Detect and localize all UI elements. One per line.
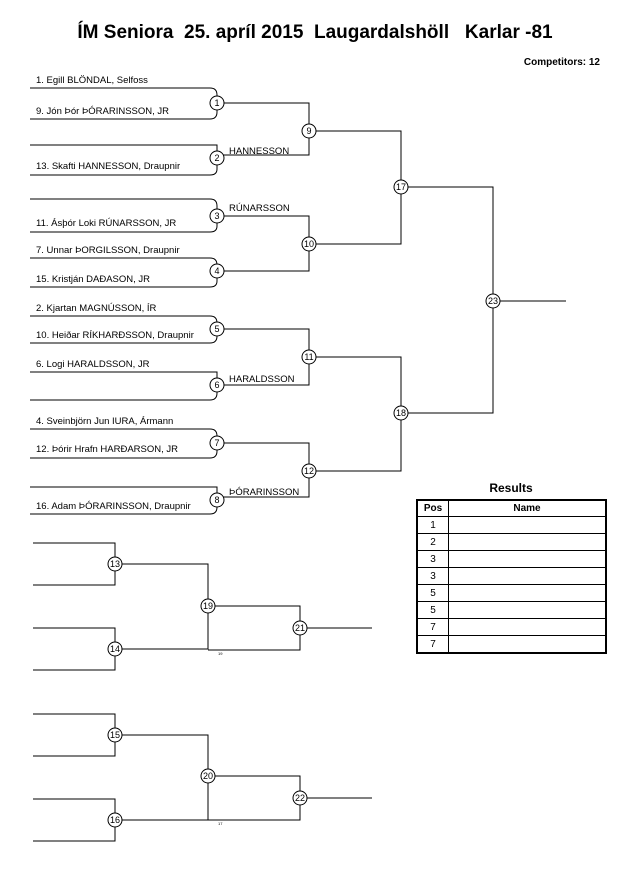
match-number: 19 <box>203 601 213 611</box>
pos-cell: 2 <box>416 533 449 551</box>
name-cell <box>448 635 607 654</box>
winner-label: HARALDSSON <box>229 374 295 385</box>
match-number: 5 <box>214 324 219 334</box>
entrant-name: 4. Sveinbjörn Jun IURA, Ármann <box>36 416 173 427</box>
winner-labels: HANNESSON RÚNARSSON HARALDSSON ÞÓRARINSS… <box>218 146 299 826</box>
winner-label: HANNESSON <box>229 146 289 157</box>
pos-header: Pos <box>416 499 449 517</box>
entrant-name: 11. Ásþór Loki RÚNARSSON, JR <box>36 218 176 229</box>
name-header: Name <box>448 499 607 517</box>
match-number: 13 <box>110 559 120 569</box>
match-number: 2 <box>214 153 219 163</box>
name-cell <box>448 516 607 534</box>
match-number: 22 <box>295 793 305 803</box>
entrant-name: 12. Þórir Hrafn HARÐARSON, JR <box>36 444 178 455</box>
pos-cell: 7 <box>416 618 449 636</box>
match-number: 9 <box>306 126 311 136</box>
name-cell <box>448 618 607 636</box>
results-header-row: Pos Name <box>416 499 607 517</box>
table-row: 5 <box>416 584 607 602</box>
match-number: 1 <box>214 98 219 108</box>
entrant-name: 9. Jón Þór ÞÓRARINSSON, JR <box>36 106 169 117</box>
match-number: 12 <box>304 466 314 476</box>
match-number: 3 <box>214 211 219 221</box>
match-number: 4 <box>214 266 219 276</box>
name-cell <box>448 567 607 585</box>
match-number: 7 <box>214 438 219 448</box>
entrant-name: 2. Kjartan MAGNÚSSON, ÍR <box>36 303 157 314</box>
match-number: 11 <box>304 352 313 362</box>
entrant-name: 7. Unnar ÞORGILSSON, Draupnir <box>36 245 180 256</box>
page-title: ÍM Seniora 25. apríl 2015 Laugardalshöll… <box>77 22 553 43</box>
pos-cell: 5 <box>416 601 449 619</box>
entrant-name: 6. Logi HARALDSSON, JR <box>36 359 150 370</box>
match-number: 18 <box>396 408 406 418</box>
competitors-count: Competitors: 12 <box>523 57 600 68</box>
match-number: 14 <box>110 644 120 654</box>
table-row: 3 <box>416 567 607 585</box>
match-number: 20 <box>203 771 213 781</box>
pos-cell: 3 <box>416 550 449 568</box>
entrant-name: 16. Adam ÞÓRARINSSON, Draupnir <box>36 501 191 512</box>
name-cell <box>448 550 607 568</box>
name-cell <box>448 601 607 619</box>
final-lines <box>401 186 566 414</box>
round3-lines <box>309 130 402 472</box>
pos-cell: 5 <box>416 584 449 602</box>
pos-cell: 3 <box>416 567 449 585</box>
entrant-name: 15. Kristján DAÐASON, JR <box>36 274 150 285</box>
entrant-name: 1. Egill BLÖNDAL, Selfoss <box>36 75 148 86</box>
entrant-names: 1. Egill BLÖNDAL, Selfoss 9. Jón Þór ÞÓR… <box>36 75 194 512</box>
match-number: 6 <box>214 380 219 390</box>
match-number: 15 <box>110 730 120 740</box>
entrant-name: 10. Heiðar RÍKHARÐSSON, Draupnir <box>36 330 194 341</box>
match-number: 8 <box>214 495 219 505</box>
pos-cell: 1 <box>416 516 449 534</box>
table-row: 7 <box>416 635 607 654</box>
results-title: Results <box>489 481 533 495</box>
round2-lines <box>217 102 310 498</box>
match-number: 16 <box>110 815 120 825</box>
match-number: 21 <box>295 623 305 633</box>
match-number: 17 <box>396 182 406 192</box>
table-row: 2 <box>416 533 607 551</box>
match-number: 10 <box>304 239 314 249</box>
entrant-name: 13. Skafti HANNESSON, Draupnir <box>36 161 180 172</box>
small-match-ref: 17 <box>218 821 223 826</box>
winner-label: ÞÓRARINSSON <box>229 487 299 498</box>
table-row: 3 <box>416 550 607 568</box>
match-number: 23 <box>488 296 498 306</box>
match-numbers: 1 2 3 4 5 6 7 8 9 10 11 12 17 18 23 13 1… <box>110 98 498 825</box>
results-table: Pos Name 1 2 3 3 5 5 7 7 <box>416 499 607 654</box>
match-circles <box>107 95 501 828</box>
table-row: 7 <box>416 618 607 636</box>
table-row: 1 <box>416 516 607 534</box>
small-match-ref: 19 <box>218 651 223 656</box>
table-row: 5 <box>416 601 607 619</box>
winner-label: RÚNARSSON <box>229 203 290 214</box>
name-cell <box>448 584 607 602</box>
pos-cell: 7 <box>416 635 449 654</box>
name-cell <box>448 533 607 551</box>
